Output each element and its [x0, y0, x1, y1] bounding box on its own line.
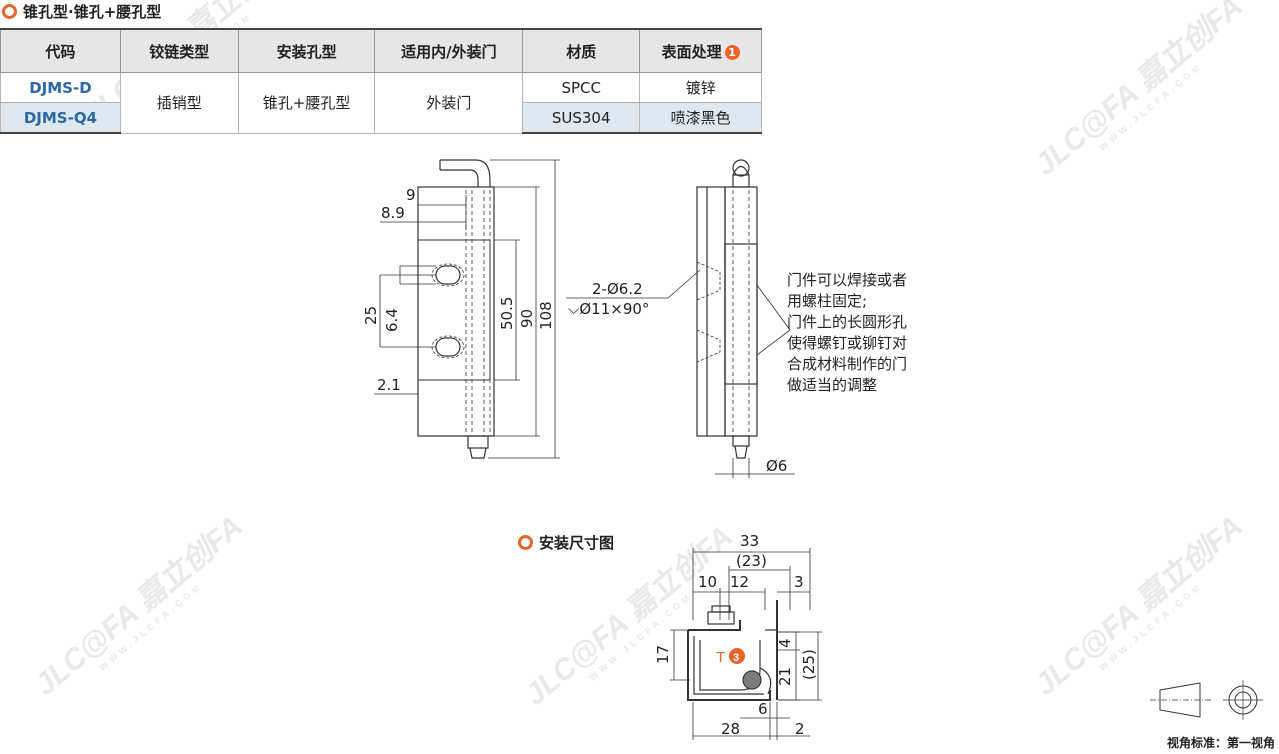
hole-type-cell: 锥孔+腰孔型 — [237, 72, 376, 134]
note-line: 使得螺钉或铆钉对 — [787, 334, 907, 352]
dim-21: 21 — [776, 667, 794, 686]
code-cell: DJMS-D — [0, 72, 121, 103]
dim-50-5: 50.5 — [498, 297, 516, 330]
projection-symbol — [1150, 680, 1263, 720]
hole-callout-countersink: ⌵Ø11×90° — [568, 300, 649, 318]
dim-108: 108 — [537, 301, 555, 330]
pin-section — [742, 670, 762, 690]
code-cell: DJMS-Q4 — [0, 102, 121, 134]
dim-9: 9 — [406, 186, 416, 204]
col-header: 安装孔型 — [237, 28, 376, 73]
dim-6: 6 — [758, 700, 768, 718]
dim-25-ref: (25) — [800, 649, 818, 680]
note-line: 门件可以焊接或者 — [787, 271, 907, 289]
section-title-text: 锥孔型·锥孔+腰孔型 — [23, 3, 162, 21]
surface-cell: 镀锌 — [639, 72, 762, 103]
table-row: DJMS-D 插销型 锥孔+腰孔型 外装门 SPCC 镀锌 — [0, 72, 762, 134]
section-title: 锥孔型·锥孔+腰孔型 — [2, 1, 161, 22]
note-line: 合成材料制作的门 — [787, 355, 907, 373]
hole-callout-dia: 2-Ø6.2 — [592, 280, 643, 298]
bullet-ring-icon — [2, 4, 17, 19]
install-section-title: 安装尺寸图 — [518, 532, 614, 553]
door-type-cell: 外装门 — [374, 72, 524, 134]
install-title-text: 安装尺寸图 — [539, 534, 615, 552]
hinge-leaf-outline — [417, 186, 495, 437]
dim-23: (23) — [736, 552, 767, 570]
material-cell: SUS304 — [522, 102, 641, 134]
table-row: DJMS-Q4 SUS304 喷漆黑色 — [0, 102, 762, 134]
dim-12: 12 — [730, 573, 749, 591]
dim-25: 25 — [362, 306, 380, 325]
dim-90: 90 — [518, 309, 536, 328]
col-header: 代码 — [0, 28, 121, 73]
col-header: 适用内/外装门 — [374, 28, 524, 73]
dim-17: 17 — [654, 645, 672, 664]
slot-hole-bottom — [435, 337, 461, 357]
note-line: 用螺柱固定; — [787, 292, 867, 310]
bolt-head — [707, 611, 735, 625]
side-view — [566, 159, 795, 478]
dim-3: 3 — [794, 573, 804, 591]
t-badge: 3 — [733, 652, 739, 664]
note-badge: 1 — [724, 44, 740, 60]
front-view — [374, 159, 560, 459]
view-standard-caption: 视角标准：第一视角 — [1166, 736, 1275, 750]
install-view — [670, 548, 822, 740]
t-label: T — [716, 649, 725, 666]
dim-4: 4 — [776, 638, 794, 648]
hinge-type-cell: 插销型 — [119, 72, 239, 134]
t-badge-circle — [729, 648, 745, 664]
dim-33: 33 — [740, 532, 759, 550]
surface-cell: 喷漆黑色 — [639, 102, 762, 134]
pin-bottom — [467, 435, 489, 449]
dim-28: 28 — [721, 720, 740, 738]
dim-8-9: 8.9 — [381, 204, 405, 222]
frame-profile — [687, 630, 771, 701]
material-cell: SPCC — [522, 72, 641, 103]
pin-hook — [440, 159, 491, 187]
note-line: 做适当的调整 — [787, 376, 877, 394]
dim-pin-dia: Ø6 — [766, 457, 787, 475]
col-header-text: 表面处理 — [661, 42, 722, 61]
col-header: 铰链类型 — [119, 28, 239, 73]
bullet-ring-icon — [518, 535, 533, 550]
dim-2: 2 — [795, 720, 805, 738]
col-header: 材质 — [522, 28, 641, 73]
slot-hole-top — [435, 265, 461, 285]
door-leaf-outline — [417, 239, 491, 381]
note-line: 门件上的长圆形孔 — [787, 313, 907, 331]
side-plate — [696, 186, 726, 437]
dim-10: 10 — [698, 573, 717, 591]
dim-6-4: 6.4 — [383, 308, 401, 332]
dim-2-1: 2.1 — [377, 376, 401, 394]
